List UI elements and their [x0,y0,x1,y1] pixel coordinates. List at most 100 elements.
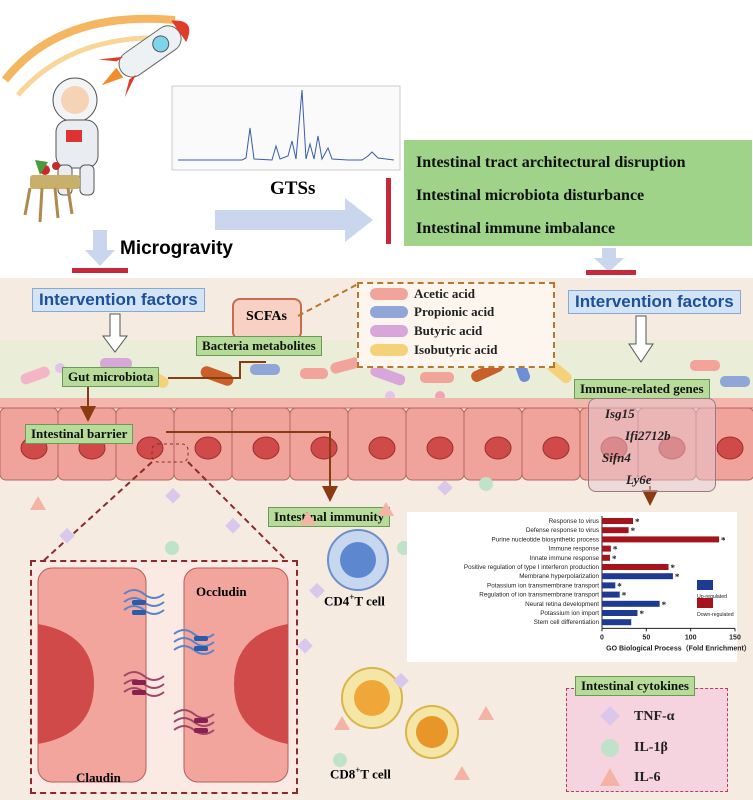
go-legend-label: Up-regulated [697,594,727,600]
cytokine-box [566,688,728,792]
inhibit-bar-right [586,270,636,275]
go-x-axis-label: GO Biological Process（Fold Enrichment） [606,644,751,652]
astronaut-rocket-illustration [1,14,190,223]
go-bar [602,600,660,607]
go-category-label: Positive regulation of type I interferon… [464,564,600,571]
cd4-main: CD4 [324,593,350,609]
go-bar [602,610,638,616]
effects-box [404,140,752,246]
gut-microbiota-node: Gut microbiota [62,367,160,387]
go-bar [602,545,611,552]
go-significance-star: * [612,554,617,564]
scfas-label: SCFAs [246,309,287,324]
intervention-factors-right: Intervention factors [568,290,741,314]
inhibit-bar-left [72,268,128,273]
intestinal-barrier-node: Intestinal barrier [25,424,134,444]
cd4-tail: T cell [354,593,385,609]
cd8-sup: + [355,765,361,775]
occludin-label: Occludin [196,584,247,599]
gene-ifi2712b: Ifi2712b [625,428,671,443]
cd8-t-cell-label: CD8+T cell [330,765,391,782]
go-category-label: Immune response [549,546,600,553]
inhibit-bar [386,178,391,244]
il-1b-label: IL-1β [634,740,668,755]
go-legend-swatch [697,598,713,608]
scfa-swatch-acetic [370,288,408,300]
go-significance-star: * [662,600,667,610]
intestinal-cytokines-node: Intestinal cytokines [575,676,695,696]
gene-isg15: Isg15 [605,406,635,421]
chromatogram-image [171,85,401,171]
cd4-t-cell-label: CD4+T cell [324,592,385,609]
scfa-isobutyric-label: Isobutyric acid [414,342,498,357]
cytokine-legend-shapes [600,706,620,786]
go-bar [602,527,629,534]
go-bar [602,518,634,524]
tnf-alpha-label: TNF-α [634,709,675,724]
go-category-label: Stem cell differentiation [534,619,600,626]
gtss-arrow [215,198,373,242]
right-down-arrow [594,248,624,272]
go-significance-star: * [721,535,726,545]
go-significance-star: * [622,591,627,601]
effect-microbiota: Intestinal microbiota disturbance [416,187,645,204]
gtss-label: GTSs [270,178,316,199]
scfa-swatch-isobutyric [370,344,408,356]
genes-box [588,398,716,492]
go-bar [602,619,632,626]
go-significance-star: * [631,526,636,536]
go-significance-star: * [671,563,676,573]
down-arrow-right [628,315,654,363]
gene-sifn4: Sifn4 [602,450,631,465]
cd8-tail: T cell [360,766,391,782]
go-bar [602,582,616,589]
go-bar [602,573,673,580]
go-x-tick-label: 150 [729,634,741,641]
scfa-butyric-label: Butyric acid [414,323,483,338]
go-bar [602,536,720,543]
go-category-label: Purine nucleotide biosynthetic process [492,536,599,543]
go-x-tick-label: 50 [642,634,650,641]
microgravity-label: Microgravity [120,238,233,259]
zoom-lines [39,443,291,565]
il-6-label: IL-6 [634,770,661,785]
go-bar [602,591,620,598]
effect-immune: Intestinal immune imbalance [416,220,616,237]
scfa-connector [297,283,359,317]
go-category-label: Innate immune response [530,555,600,562]
go-bar [602,564,669,570]
go-category-label: Potassium ion import [540,610,599,617]
down-arrow-left [102,313,128,353]
scfa-propionic-label: Propionic acid [414,304,495,319]
scfa-swatch-propionic [370,306,408,318]
effect-architecture: Intestinal tract architectural disruptio… [416,154,686,171]
go-significance-star: * [635,517,640,527]
go-category-label: Membrane hyperpolarization [519,573,599,580]
go-bar-chart: Response to virus * Defense response to vi… [464,516,751,652]
microgravity-arrow [85,230,115,266]
go-x-tick-label: 0 [600,634,604,641]
go-bar [602,554,610,561]
go-significance-star: * [613,545,618,555]
go-category-label: Response to virus [549,518,599,525]
intervention-factors-left: Intervention factors [32,288,205,312]
claudin-label: Claudin [76,770,121,785]
cd8-main: CD8 [330,766,356,782]
go-significance-star: * [675,572,680,582]
go-category-label: Neural retina development [525,601,599,608]
go-category-label: Regulation of ion transmembrane transpor… [479,592,599,599]
scfa-swatch-butyric [370,325,408,337]
tight-junction-illustration [37,567,289,783]
go-legend-label: Down-regulated [697,612,734,618]
gene-ly6e: Ly6e [626,472,652,487]
cd4-sup: + [349,592,355,602]
bacteria-metabolites-node: Bacteria metabolites [196,336,322,356]
go-significance-star: * [639,609,644,619]
scfa-acetic-label: Acetic acid [414,286,476,301]
go-category-label: Potassium ion transmembrane transport [487,582,599,589]
go-legend-swatch [697,580,713,590]
go-significance-star: * [617,581,622,591]
go-x-tick-label: 100 [685,634,697,641]
go-category-label: Defense response to virus [526,527,599,534]
